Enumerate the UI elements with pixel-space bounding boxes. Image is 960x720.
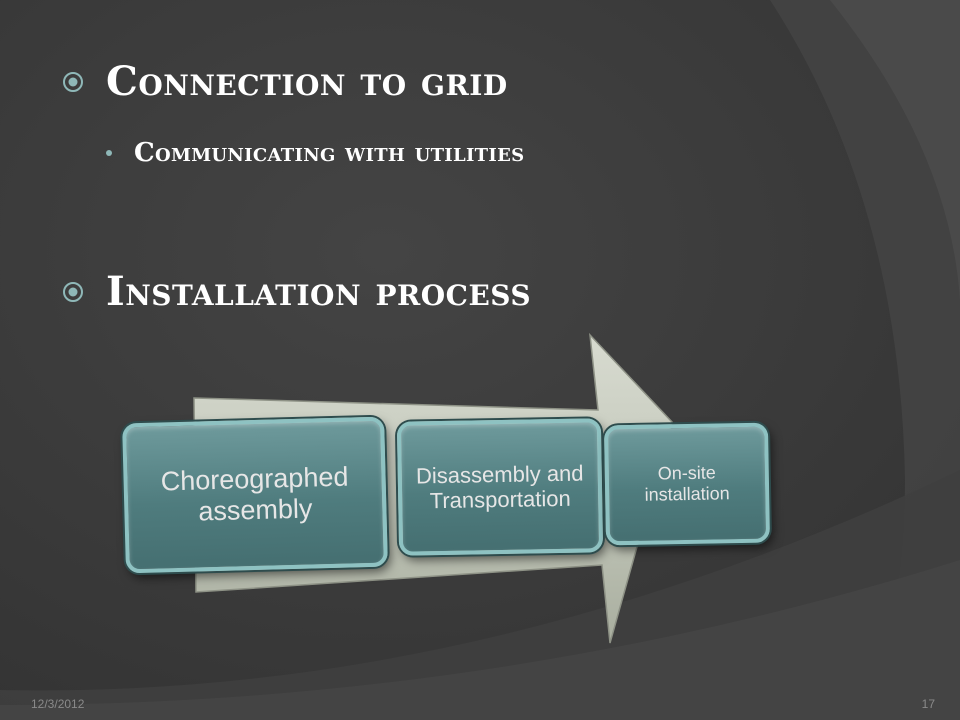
process-step-disassembly-transportation: Disassembly and Transportation [396, 418, 604, 556]
bullet-text: Installation process [106, 268, 532, 315]
process-step-label: On-site installation [644, 462, 730, 505]
footer-page-number: 17 [921, 697, 935, 711]
bullet-installation-process: Installation process [62, 268, 531, 315]
process-step-choreographed-assembly: Choreographed assembly [122, 416, 388, 574]
circle-dot-bullet-icon [63, 71, 83, 92]
decorative-arc-bottom-inner [0, 560, 960, 720]
circle-dot-bullet-icon [63, 281, 83, 302]
bullet-text: Connection to grid [106, 58, 508, 105]
small-dot-bullet-icon [106, 150, 112, 156]
sub-bullet-communicating-with-utilities: Communicating with utilities [106, 138, 524, 168]
bullet-connection-to-grid: Connection to grid [62, 58, 508, 105]
sub-bullet-text: Communicating with utilities [134, 138, 525, 168]
decorative-arc-top-right [830, 0, 960, 300]
process-step-on-site-installation: On-site installation [603, 422, 771, 546]
process-step-label: Choreographed assembly [160, 461, 349, 527]
footer-date: 12/3/2012 [31, 697, 85, 711]
process-step-label: Disassembly and Transportation [415, 460, 584, 514]
